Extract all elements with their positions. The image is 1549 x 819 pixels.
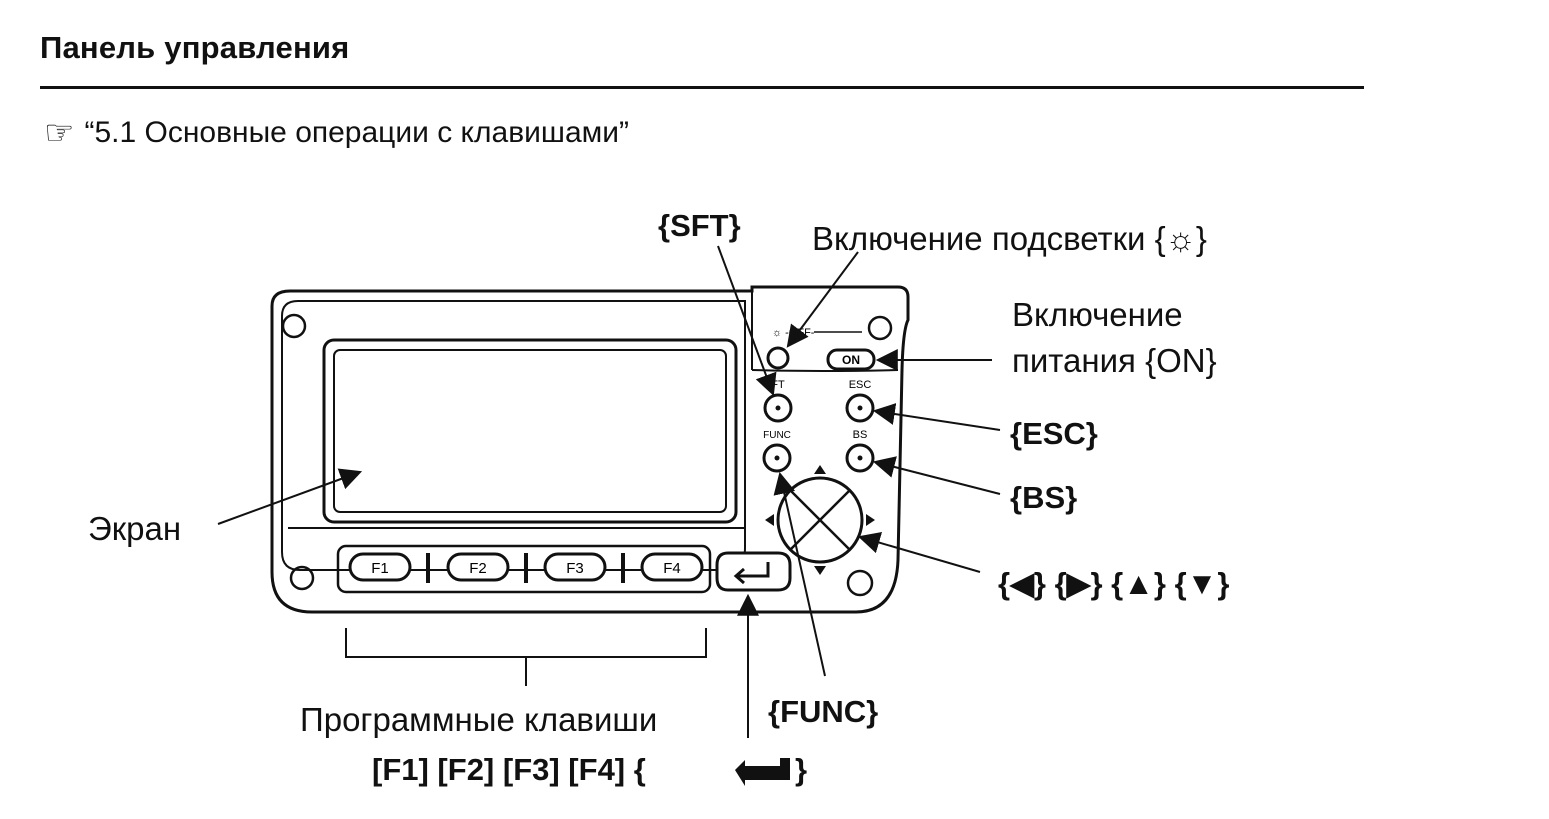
heading-rule	[40, 86, 1364, 89]
softkeys-callout: Программные клавиши	[300, 701, 657, 738]
screw-bottom-left	[289, 565, 315, 591]
esc-leader	[872, 403, 1001, 431]
arrows-callout: {◀} {▶} {▲} {▼}	[998, 566, 1229, 601]
f2-key-label: F2	[469, 560, 487, 577]
f3-key[interactable]: F3	[543, 552, 607, 582]
esc-callout: {ESC}	[1010, 416, 1098, 451]
arrows-leader	[857, 531, 981, 573]
panel-screws	[281, 313, 893, 597]
down-arrow-icon	[814, 566, 826, 575]
softkeys-list-callout: [F1] [F2] [F3] [F4] {	[372, 752, 646, 787]
f2-key[interactable]: F2	[446, 552, 510, 582]
bs-key-label: BS	[853, 429, 868, 441]
display-screen	[322, 338, 738, 524]
panel-body	[270, 285, 910, 614]
backlight-leader	[786, 251, 859, 348]
left-arrow-icon	[765, 514, 774, 526]
sft-key-label: FT	[771, 379, 785, 391]
enter-callout-icon	[735, 758, 790, 786]
bs-key[interactable]: BS	[845, 429, 875, 473]
esc-key-label: ESC	[849, 379, 872, 391]
reference-link[interactable]: ☞ “5.1 Основные операции с клавишами”	[44, 116, 629, 150]
right-arrow-icon	[866, 514, 875, 526]
power-callout-line2: питания {ON}	[1012, 342, 1217, 379]
softkey-bar	[336, 544, 712, 594]
direction-pad[interactable]	[765, 465, 875, 575]
bs-callout: {BS}	[1010, 480, 1077, 515]
backlight-callout: Включение подсветки {☼}	[812, 220, 1207, 257]
softkeys-bracket	[345, 628, 707, 686]
on-key[interactable]: ON	[826, 348, 876, 371]
callout-labels: {SFT} Включение подсветки {☼} Включение …	[88, 208, 1229, 787]
sft-callout: {SFT}	[658, 208, 741, 243]
power-callout-line1: Включение	[1012, 296, 1183, 333]
screw-top-left	[281, 313, 307, 339]
func-key-label: FUNC	[763, 430, 791, 441]
func-callout: {FUNC}	[768, 694, 878, 729]
f4-key-label: F4	[663, 560, 681, 577]
esc-key[interactable]: ESC	[845, 379, 875, 423]
screw-top-right	[867, 315, 893, 341]
sft-leader	[717, 245, 777, 397]
enter-close-callout: }	[795, 752, 807, 787]
reference-text: “5.1 Основные операции с клавишами”	[84, 116, 630, 149]
on-key-label: ON	[842, 353, 860, 367]
f3-key-label: F3	[566, 560, 584, 577]
f1-key-label: F1	[371, 560, 389, 577]
bs-leader	[872, 456, 1001, 495]
page-heading: Панель управления	[40, 30, 350, 65]
enter-key-icon	[733, 562, 770, 585]
up-arrow-icon	[814, 465, 826, 474]
leader-lines	[217, 245, 1001, 738]
screen-callout: Экран	[88, 510, 181, 547]
screen-leader	[217, 468, 363, 525]
f4-key[interactable]: F4	[640, 552, 704, 582]
f1-key[interactable]: F1	[348, 552, 412, 582]
func-key[interactable]: FUNC	[762, 430, 792, 473]
pointing-hand-icon: ☞	[44, 114, 75, 152]
screw-bottom-right	[846, 569, 874, 597]
enter-key[interactable]	[715, 551, 792, 592]
func-leader	[773, 471, 826, 677]
